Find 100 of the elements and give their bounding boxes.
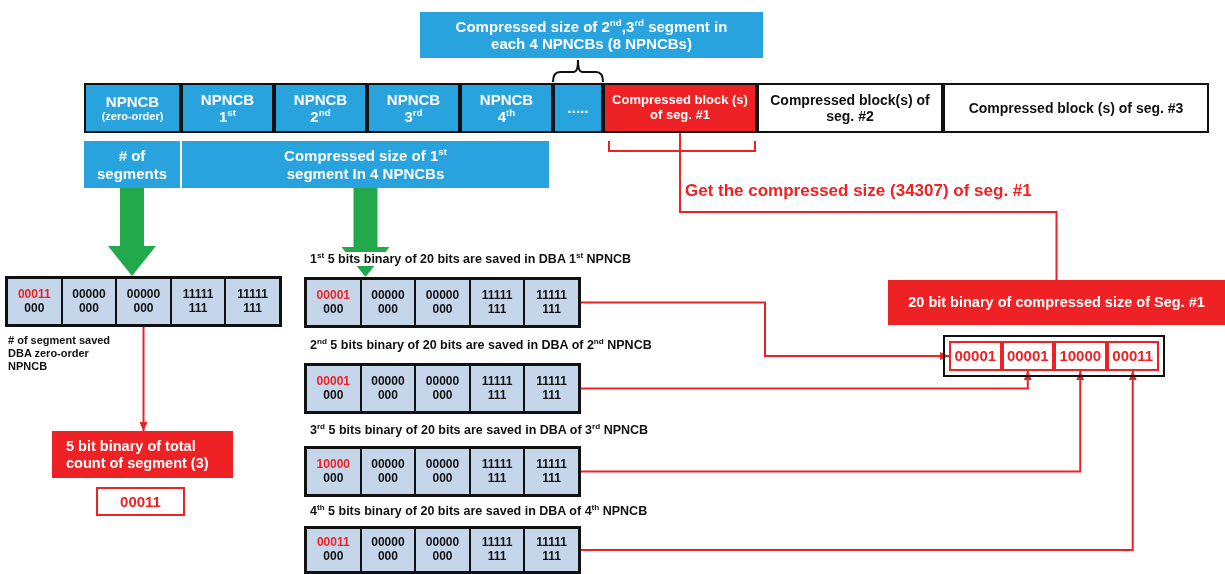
caption-text: 3$^{rd}$ 5 bits binary of 20 bits are saved in DBA of 3$^{rd}$ NPNCB bbox=[310, 423, 649, 437]
label-text: 00011 bbox=[120, 492, 161, 511]
label-text: Compressed block (s) of seg. #3 bbox=[968, 99, 1184, 117]
label-text: 20 bit binary of compressed size of Seg. #1 bbox=[908, 294, 1205, 311]
label-text: 111 bbox=[487, 550, 507, 564]
label-text: 00000 bbox=[371, 374, 405, 389]
label-text: ..... bbox=[567, 99, 589, 117]
label-text: 00000 bbox=[425, 536, 460, 550]
block-arrow bbox=[108, 188, 156, 276]
label-text: Compressed size of 1$^{st}$ segment In 4 NPNCBs bbox=[283, 147, 448, 182]
caption-text: 1$^{st}$ 5 bits binary of 20 bits are saved in DBA 1$^{st}$ NPNCB bbox=[310, 252, 631, 266]
label-text: 000 bbox=[323, 388, 344, 403]
label-text: 000 bbox=[78, 301, 99, 316]
label-text: 00001 bbox=[316, 288, 350, 303]
header-label bbox=[84, 141, 180, 188]
byte-cell bbox=[306, 365, 361, 412]
label-text: 11111 bbox=[536, 457, 568, 472]
label-text: 111 bbox=[542, 471, 562, 486]
byte-cell bbox=[225, 278, 280, 325]
label-text: 3$^{rd}$ bbox=[404, 108, 423, 126]
byte-cell bbox=[415, 448, 470, 495]
note-box bbox=[52, 431, 233, 478]
arrow bbox=[580, 301, 950, 360]
label-text: 000 bbox=[432, 302, 453, 317]
byte-cell bbox=[306, 279, 361, 326]
label-text: (zero-order) bbox=[101, 110, 164, 123]
byte-cell bbox=[524, 528, 579, 572]
arrow bbox=[580, 370, 1085, 473]
label-text: 00000 bbox=[371, 536, 405, 550]
byte-cell bbox=[415, 528, 470, 572]
label-text: 11111 bbox=[536, 374, 568, 389]
label-text: NPNCB bbox=[479, 90, 534, 108]
label-text: 00000 bbox=[425, 457, 460, 472]
block-cell bbox=[181, 83, 274, 133]
binary-cell bbox=[1106, 341, 1159, 371]
label-text: 00001 bbox=[1006, 347, 1049, 365]
binary-cell bbox=[949, 341, 1002, 371]
label-text: 111 bbox=[487, 388, 507, 403]
label-text: 00000 bbox=[371, 288, 405, 303]
label-text: 00011 bbox=[316, 536, 350, 550]
label-text: 000 bbox=[323, 302, 344, 317]
block-cell bbox=[367, 83, 460, 133]
byte-cell bbox=[469, 448, 525, 495]
label-text: 111 bbox=[487, 302, 507, 317]
byte-array bbox=[943, 335, 1165, 377]
byte-cell bbox=[306, 448, 361, 495]
block-cell bbox=[460, 83, 553, 133]
label-text: 000 bbox=[377, 302, 398, 317]
binary-cell bbox=[1001, 341, 1054, 371]
label-text: 00000 bbox=[425, 374, 460, 389]
byte-cell bbox=[360, 365, 416, 412]
label-text: 00011 bbox=[17, 287, 51, 302]
label-text: 00000 bbox=[371, 457, 405, 472]
byte-cell bbox=[415, 365, 470, 412]
connector-line bbox=[679, 132, 1058, 281]
caption-text: 4$^{th}$ 5 bits binary of 20 bits are saved in DBA of 4$^{th}$ NPNCB bbox=[310, 504, 648, 518]
arrow bbox=[139, 324, 148, 432]
label-text: 11111 bbox=[481, 374, 513, 389]
byte-array bbox=[304, 363, 581, 414]
block-cell bbox=[553, 83, 603, 133]
byte-array bbox=[304, 446, 581, 497]
label-text: 000 bbox=[133, 301, 154, 316]
byte-cell bbox=[524, 279, 579, 326]
byte-cell bbox=[415, 279, 470, 326]
block-cell bbox=[84, 83, 181, 133]
byte-cell bbox=[360, 528, 416, 572]
byte-cell bbox=[360, 448, 416, 495]
block-cell bbox=[603, 83, 757, 133]
label-text: 000 bbox=[377, 471, 398, 486]
label-text: NPNCB bbox=[386, 90, 441, 108]
label-text: 11111 bbox=[481, 288, 513, 303]
caption-text: 2$^{nd}$ 5 bits binary of 20 bits are saved in DBA of 2$^{nd}$ NPNCB bbox=[310, 338, 652, 352]
label-text: 5 bit binary of total count of segment (3) bbox=[66, 437, 210, 472]
note-box bbox=[888, 280, 1225, 325]
byte-cell bbox=[469, 528, 525, 572]
byte-cell bbox=[306, 528, 361, 572]
block-cell bbox=[274, 83, 367, 133]
label-text: 1$^{st}$ bbox=[219, 108, 236, 126]
label-text: 111 bbox=[542, 388, 562, 403]
byte-array bbox=[5, 276, 282, 327]
byte-cell bbox=[524, 448, 579, 495]
label-text: NPNCB bbox=[293, 90, 348, 108]
label-text: 000 bbox=[24, 301, 45, 316]
label-text: 11111 bbox=[237, 287, 269, 302]
binary-cell bbox=[96, 487, 185, 516]
block-arrow bbox=[341, 188, 390, 277]
label-text: 11111 bbox=[536, 288, 568, 303]
header-label bbox=[182, 141, 549, 188]
label-text: # of segments bbox=[96, 147, 168, 182]
byte-cell bbox=[360, 279, 416, 326]
byte-cell bbox=[7, 278, 62, 325]
header-label bbox=[420, 12, 763, 58]
label-text: 10000 bbox=[316, 457, 350, 472]
label-text: 11111 bbox=[536, 536, 568, 550]
byte-cell bbox=[469, 365, 525, 412]
label-text: 10000 bbox=[1059, 347, 1102, 365]
edge-label: Get the compressed size (34307) of seg. #1 bbox=[683, 181, 1034, 201]
label-text: 00000 bbox=[72, 287, 106, 302]
byte-cell bbox=[170, 278, 226, 325]
label-text: 000 bbox=[432, 471, 453, 486]
